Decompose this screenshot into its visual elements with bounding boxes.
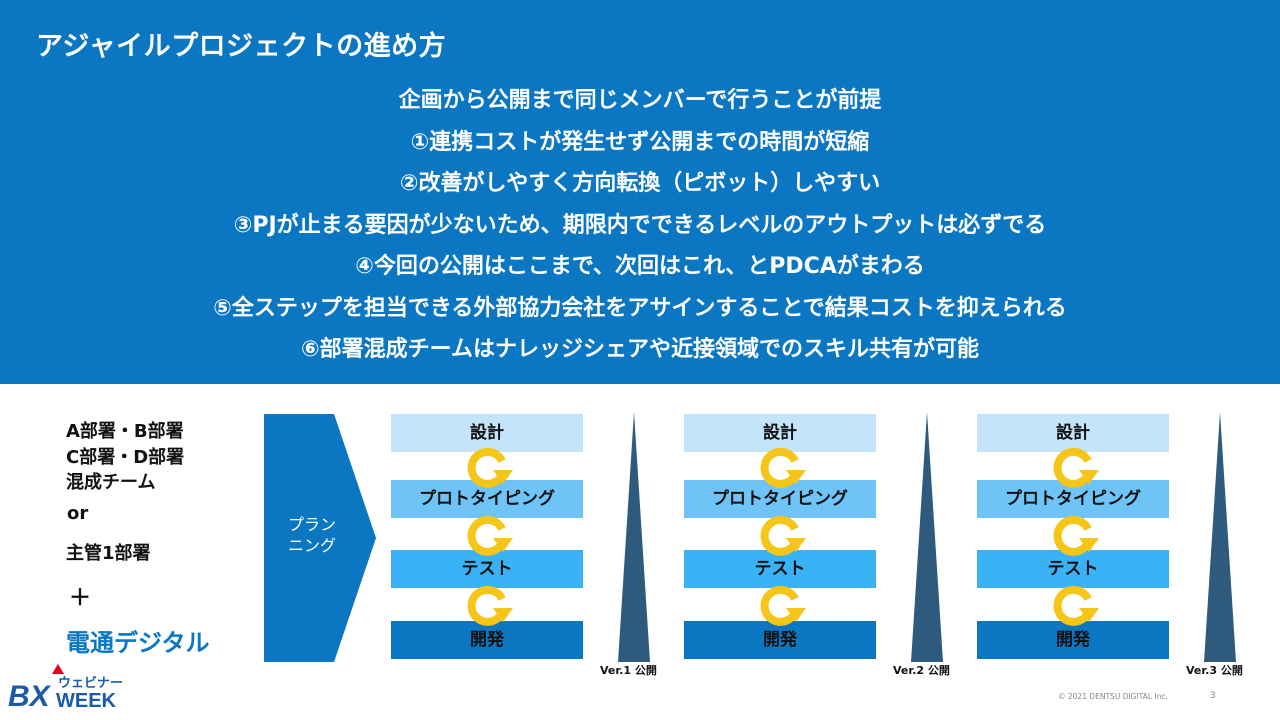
step-test: テスト bbox=[391, 550, 583, 588]
team-line: 混成チーム bbox=[66, 472, 156, 493]
team-line: C部署・D部署 bbox=[66, 447, 185, 468]
plus-sign: ＋ bbox=[69, 586, 92, 611]
cycle-arrow-icon bbox=[760, 515, 806, 556]
logo-sub: ウェビナー bbox=[58, 675, 123, 690]
step-design: 設計 bbox=[977, 414, 1169, 452]
planning-label: プラン ニング bbox=[276, 514, 348, 556]
cycle-arrow-icon bbox=[467, 447, 513, 488]
cycle-arrow-icon bbox=[1053, 515, 1099, 556]
release-triangle bbox=[1204, 412, 1236, 662]
team-or: or bbox=[67, 503, 89, 524]
step-test: テスト bbox=[684, 550, 876, 588]
iteration-cycle-1: 設計 プロトタイピング テスト 開発 bbox=[391, 414, 583, 662]
step-development: 開発 bbox=[391, 621, 583, 659]
page-number: 3 bbox=[1210, 691, 1216, 701]
step-development: 開発 bbox=[977, 621, 1169, 659]
team-line: A部署・B部署 bbox=[66, 421, 184, 442]
planning-label-line: ニング bbox=[287, 536, 336, 555]
planning-label-line: プラン bbox=[287, 515, 336, 534]
release-label: Ver.2 公開 bbox=[893, 664, 950, 677]
release-triangle bbox=[618, 412, 650, 662]
key-point: ④今回の公開はここまで、次回はこれ、とPDCAがまわる bbox=[355, 254, 925, 279]
iteration-cycle-2: 設計 プロトタイピング テスト 開発 bbox=[684, 414, 876, 662]
logo-accent bbox=[52, 664, 64, 674]
step-development: 開発 bbox=[684, 621, 876, 659]
key-point: ⑥部署混成チームはナレッジシェアや近接領域でのスキル共有が可能 bbox=[301, 337, 979, 362]
cycle-arrow-icon bbox=[760, 447, 806, 488]
step-design: 設計 bbox=[684, 414, 876, 452]
key-point: ①連携コストが発生せず公開までの時間が短縮 bbox=[410, 129, 870, 155]
team-alt: 主管1部署 bbox=[66, 543, 151, 564]
release-triangle bbox=[911, 412, 943, 662]
partner-name: 電通デジタル bbox=[66, 629, 210, 657]
cycle-arrow-icon bbox=[467, 585, 513, 626]
key-point: 企画から公開まで同じメンバーで行うことが前提 bbox=[398, 88, 882, 113]
cycle-arrow-icon bbox=[467, 515, 513, 556]
iteration-cycle-3: 設計 プロトタイピング テスト 開発 bbox=[977, 414, 1169, 662]
cycle-arrow-icon bbox=[760, 585, 806, 626]
planning-chevron: プラン ニング bbox=[264, 414, 376, 662]
logo-main: WEEK bbox=[56, 690, 117, 712]
bx-webinar-week-logo: BX ウェビナー WEEK bbox=[8, 664, 123, 713]
key-point: ⑤全ステップを担当できる外部協力会社をアサインすることで結果コストを抑えられる bbox=[213, 295, 1067, 321]
release-label: Ver.1 公開 bbox=[600, 664, 657, 677]
cycle-arrow-icon bbox=[1053, 585, 1099, 626]
step-design: 設計 bbox=[391, 414, 583, 452]
slide-title: アジャイルプロジェクトの進め方 bbox=[36, 31, 447, 62]
chevron-shape bbox=[264, 414, 376, 662]
step-test: テスト bbox=[977, 550, 1169, 588]
key-point: ②改善がしやすく方向転換（ピボット）しやすい bbox=[399, 171, 881, 196]
key-points-list: 企画から公開まで同じメンバーで行うことが前提 ①連携コストが発生せず公開までの時… bbox=[0, 83, 1280, 374]
header-banner: アジャイルプロジェクトの進め方 企画から公開まで同じメンバーで行うことが前提 ①… bbox=[0, 0, 1280, 384]
key-point: ③PJが止まる要因が少ないため、期限内でできるレベルのアウトプットは必ずでる bbox=[233, 212, 1047, 238]
cycle-arrow-icon bbox=[1053, 447, 1099, 488]
logo-mark: BX bbox=[8, 680, 52, 713]
copyright-notice: © 2021 DENTSU DIGITAL Inc. bbox=[1058, 692, 1168, 701]
release-label: Ver.3 公開 bbox=[1186, 664, 1243, 677]
